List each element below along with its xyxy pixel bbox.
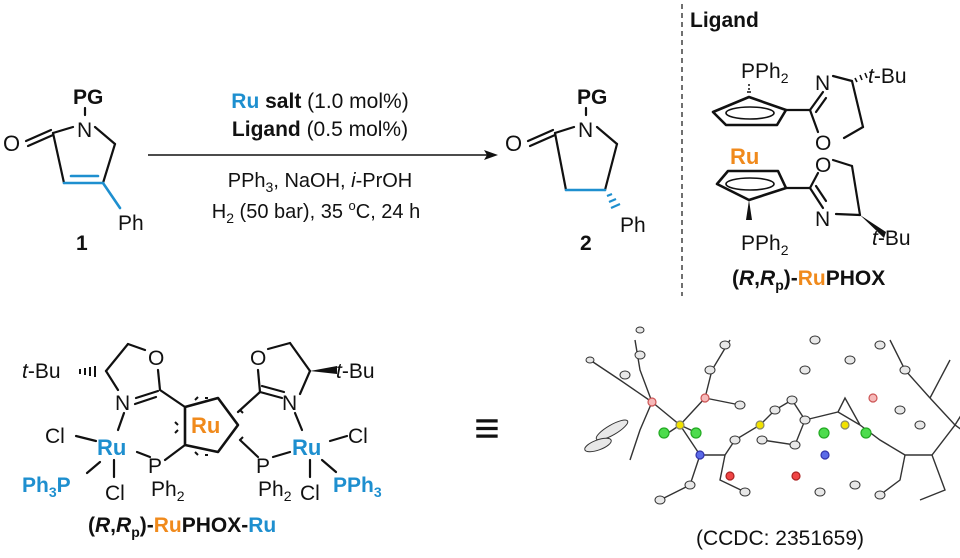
substrate-n-label: N (77, 119, 92, 142)
substrate-o-label: O (3, 131, 20, 156)
ligand-pph2-top: PPh2 (741, 60, 789, 86)
complex-ph2-left: Ph2 (151, 478, 185, 504)
crystal-structure (584, 326, 960, 505)
complex-ru-right: Ru (292, 435, 321, 460)
hashed-wedge-bond (606, 192, 621, 210)
cp-ring-bottom (715, 169, 788, 202)
complex-cl-right-1: Cl (348, 425, 368, 448)
ruphox-ru-complex: t-Bu O N Ru O N t-Bu Cl (22, 341, 382, 540)
complex-n-right: N (282, 392, 297, 415)
condition-line-2: Ligand (0.5 mol%) (232, 118, 408, 141)
ligand-o-bottom: O (815, 154, 831, 177)
ligand-tbu-bottom: t-Bu (872, 227, 911, 250)
cp-ring-complex (183, 396, 240, 454)
ligand-o-top: O (815, 132, 831, 155)
product-ph-label: Ph (620, 214, 646, 237)
substrate-ph-label: Ph (118, 212, 144, 235)
complex-pph3-left: Ph3P (22, 474, 71, 500)
product-2: PG N O Ph 2 (505, 86, 646, 255)
condition-line-4: H2 (50 bar), 35 oC, 24 h (212, 198, 420, 226)
compound-2-label: 2 (580, 232, 592, 255)
complex-p-left: P (148, 455, 162, 478)
ligand-n-top: N (815, 72, 830, 95)
ligand-name: (R,Rp)-RuPHOX (732, 267, 885, 293)
complex-ph2-right: Ph2 (258, 478, 292, 504)
substrate-1: PG N O Ph 1 (3, 86, 144, 255)
complex-cl-right-2: Cl (300, 482, 320, 505)
complex-o-right: O (250, 347, 266, 370)
complex-n-left: N (115, 392, 130, 415)
product-n-label: N (578, 119, 593, 142)
ligand-panel: Ligand PPh2 N O t-Bu Ru O N t-Bu PPh2 (690, 9, 911, 293)
ligand-ru-label: Ru (730, 144, 759, 169)
reaction-arrow-head (484, 150, 498, 160)
compound-1-label: 1 (76, 232, 88, 255)
ligand-heading: Ligand (690, 9, 759, 32)
complex-name: (R,Rp)-RuPHOX-Ru (88, 514, 276, 540)
complex-o-left: O (148, 347, 164, 370)
product-pg-label: PG (577, 86, 607, 109)
equivalence-symbol: ≡ (474, 404, 500, 453)
condition-line-3: PPh3, NaOH, i-PrOH (228, 170, 413, 195)
ligand-n-bottom: N (815, 208, 830, 231)
complex-ru-center: Ru (191, 413, 220, 438)
condition-line-1: Ru salt (1.0 mol%) (231, 90, 408, 113)
ligand-tbu-top: t-Bu (868, 65, 907, 88)
complex-ru-left: Ru (97, 435, 126, 460)
complex-cl-left-1: Cl (45, 425, 65, 448)
complex-cl-left-2: Cl (105, 482, 125, 505)
complex-p-right: P (256, 455, 270, 478)
ccdc-caption: (CCDC: 2351659) (696, 527, 864, 550)
complex-pph3-right: PPh3 (333, 474, 382, 500)
reaction-conditions: Ru salt (1.0 mol%) Ligand (0.5 mol%) PPh… (148, 90, 498, 226)
ligand-pph2-bottom: PPh2 (741, 232, 789, 258)
substrate-pg-label: PG (73, 86, 103, 109)
complex-tbu-right: t-Bu (336, 360, 375, 383)
complex-tbu-left: t-Bu (22, 360, 61, 383)
product-o-label: O (505, 131, 522, 156)
cp-ring-top (711, 95, 788, 127)
